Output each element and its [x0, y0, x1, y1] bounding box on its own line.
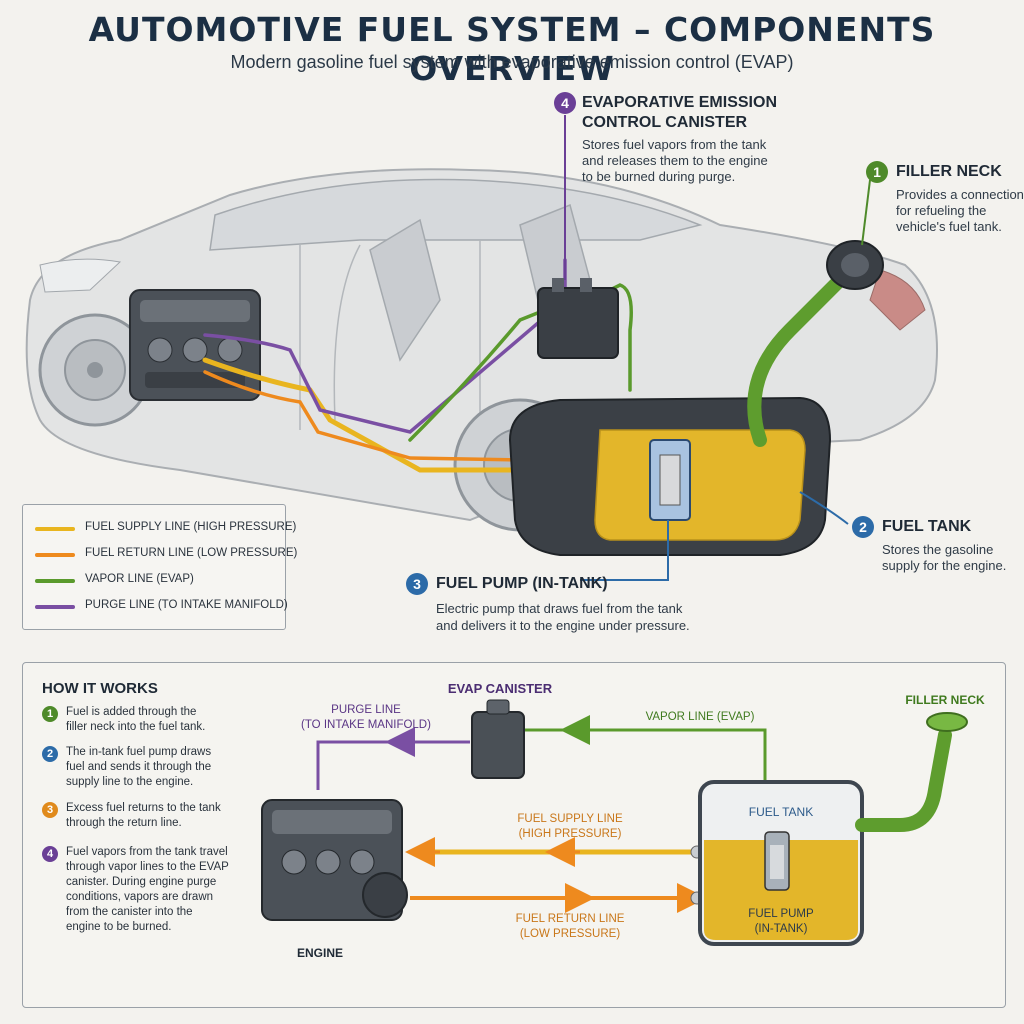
- step-text-1: Fuel is added through the filler neck in…: [66, 705, 246, 735]
- leader-line-2: [799, 491, 849, 525]
- leader-line-3: [580, 520, 669, 581]
- callout-desc-1a: Provides a connection: [896, 187, 1024, 202]
- callout-desc-1c: vehicle's fuel tank.: [896, 219, 1002, 234]
- flow-label-filler-neck: FILLER NECK: [905, 693, 985, 707]
- step-2-line-1: The in-tank fuel pump draws: [66, 746, 212, 758]
- step-4-line-1: Fuel vapors from the tank travel: [66, 846, 228, 858]
- callout-title-4a: EVAPORATIVE EMISSION: [582, 94, 777, 111]
- step-badge-2: 2: [42, 746, 58, 762]
- step-3-line-2: through the return line.: [66, 817, 182, 829]
- step-4-line-5: from the canister into the: [66, 906, 193, 918]
- callout-desc-4a: Stores fuel vapors from the tank: [582, 137, 767, 152]
- callout-desc-2a: Stores the gasoline: [882, 542, 994, 557]
- callout-title-1: FILLER NECK: [896, 163, 1002, 180]
- filler-neck-illustration: [747, 240, 884, 447]
- callout-badge-1: 1: [866, 161, 888, 183]
- legend-swatch-return: [35, 553, 75, 557]
- engine-illustration: [129, 289, 261, 401]
- callout-title-2: FUEL TANK: [882, 518, 972, 535]
- callout-desc-4b: and releases them to the engine: [582, 153, 768, 168]
- callout-desc-1b: for refueling the: [896, 203, 987, 218]
- flow-label-purge-line-2: (TO INTAKE MANIFOLD): [301, 719, 431, 731]
- flow-label-fuel-pump-1: FUEL PUMP: [748, 908, 814, 920]
- flow-label-fuel-tank: FUEL TANK: [748, 805, 814, 819]
- callout-title-3: FUEL PUMP (IN-TANK): [436, 575, 608, 592]
- step-badge-1: 1: [42, 706, 58, 722]
- car-door-lines: [299, 240, 481, 440]
- step-text-2: The in-tank fuel pump draws fuel and sen…: [66, 745, 246, 790]
- step-1-line-1: Fuel is added through the: [66, 706, 197, 718]
- step-text-4: Fuel vapors from the tank travel through…: [66, 845, 246, 935]
- step-4-line-4: conditions, vapors are drawn: [66, 891, 214, 903]
- page-subtitle: Modern gasoline fuel system with evapora…: [230, 52, 794, 72]
- flow-label-purge-line: PURGE LINE (TO INTAKE MANIFOLD): [296, 703, 436, 733]
- flow-label-fuel-pump: FUEL PUMP (IN-TANK): [720, 907, 842, 937]
- flow-label-return-line-2: (LOW PRESSURE): [519, 928, 621, 940]
- step-2-line-2: fuel and sends it through the: [66, 761, 212, 773]
- flow-label-engine: ENGINE: [296, 946, 343, 960]
- return-line: [203, 370, 522, 462]
- legend-swatch-vapor: [35, 579, 75, 583]
- how-it-works-title: HOW IT WORKS: [42, 680, 158, 697]
- fuel-tank-illustration: [508, 396, 832, 556]
- callout-badge-4: 4: [554, 92, 576, 114]
- purge-line-car: [203, 258, 567, 434]
- legend-label-purge: PURGE LINE (TO INTAKE MANIFOLD): [85, 599, 288, 611]
- leader-line-1: [861, 179, 871, 246]
- taillight: [869, 269, 926, 331]
- legend-swatch-purge: [35, 605, 75, 609]
- flow-label-fuel-pump-2: (IN-TANK): [754, 923, 808, 935]
- flow-label-return-line: FUEL RETURN LINE (LOW PRESSURE): [500, 912, 640, 942]
- flow-label-supply-line: FUEL SUPPLY LINE (HIGH PRESSURE): [500, 812, 640, 842]
- legend-label-supply: FUEL SUPPLY LINE (HIGH PRESSURE): [85, 521, 297, 533]
- headlight: [39, 258, 122, 293]
- line-legend: FUEL SUPPLY LINE (HIGH PRESSURE) FUEL RE…: [22, 504, 297, 630]
- car-cutaway-illustration: [25, 115, 938, 581]
- front-wheel: [38, 313, 152, 427]
- step-2-line-3: supply line to the engine.: [66, 776, 194, 788]
- step-4-line-3: canister. During engine purge: [66, 876, 217, 888]
- legend-label-vapor: VAPOR LINE (EVAP): [85, 573, 194, 585]
- callout-desc-3a: Electric pump that draws fuel from the t…: [436, 601, 683, 616]
- legend-swatch-supply: [35, 527, 75, 531]
- step-badge-4: 4: [42, 846, 58, 862]
- flow-label-evap-canister: EVAP CANISTER: [447, 681, 553, 696]
- step-1-line-2: filler neck into the fuel tank.: [66, 721, 206, 733]
- step-3-line-1: Excess fuel returns to the tank: [66, 802, 221, 814]
- evap-canister-illustration: [537, 278, 619, 359]
- flow-label-purge-line-1: PURGE LINE: [331, 704, 401, 716]
- callout-desc-3b: and delivers it to the engine under pres…: [436, 618, 690, 633]
- page-title: AUTOMOTIVE FUEL SYSTEM – COMPONENTS OVER…: [88, 10, 936, 88]
- callout-badge-3: 3: [406, 573, 428, 595]
- callout-title-4b: CONTROL CANISTER: [582, 114, 748, 131]
- legend-label-return: FUEL RETURN LINE (LOW PRESSURE): [85, 547, 298, 559]
- callout-desc-2b: supply for the engine.: [882, 558, 1007, 573]
- step-badge-3: 3: [42, 802, 58, 818]
- flow-label-return-line-1: FUEL RETURN LINE: [515, 913, 625, 925]
- step-4-line-2: through vapor lines to the EVAP: [66, 861, 229, 873]
- callout-desc-4c: to be burned during purge.: [582, 169, 736, 184]
- vapor-line-car: [408, 283, 633, 442]
- flow-label-supply-line-2: (HIGH PRESSURE): [518, 828, 622, 840]
- flow-label-supply-line-1: FUEL SUPPLY LINE: [517, 813, 623, 825]
- callout-badge-2: 2: [852, 516, 874, 538]
- step-text-3: Excess fuel returns to the tank through …: [66, 801, 246, 831]
- flow-label-vapor-line: VAPOR LINE (EVAP): [645, 711, 755, 723]
- step-4-line-6: engine to be burned.: [66, 921, 172, 933]
